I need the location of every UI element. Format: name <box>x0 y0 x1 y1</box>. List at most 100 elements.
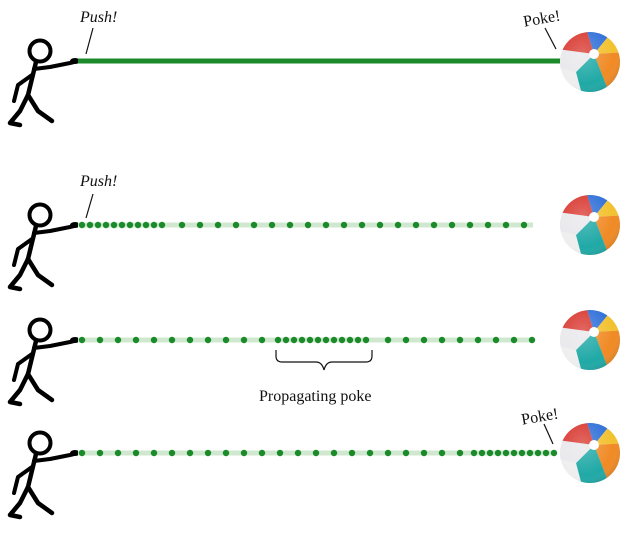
rod-dot <box>240 449 248 457</box>
rod-dot <box>366 449 374 457</box>
rod-dot <box>402 449 410 457</box>
rod-dot <box>286 221 294 229</box>
rod-dot <box>330 449 338 457</box>
rod-dot <box>150 221 158 229</box>
rod-dot <box>528 336 536 344</box>
push-pointer <box>85 27 94 55</box>
rod-dot <box>420 449 428 457</box>
rod-dot <box>204 449 212 457</box>
rod-dot <box>420 336 428 344</box>
rod-dot <box>322 336 330 344</box>
rod-dot <box>384 449 392 457</box>
rod-dot <box>510 336 518 344</box>
rod-dot <box>222 449 230 457</box>
stick-figure-icon <box>10 320 80 405</box>
rod-dot <box>412 221 420 229</box>
rod-dot <box>78 449 86 457</box>
rod-dot <box>132 449 140 457</box>
rod-dot <box>520 221 528 229</box>
push-label: Push! <box>79 173 117 190</box>
rod-dot <box>110 221 118 229</box>
rod-dot <box>298 336 306 344</box>
rod-dot <box>290 336 298 344</box>
rod-dot <box>402 336 410 344</box>
rod-dot <box>118 221 126 229</box>
row-2: Push! <box>10 173 627 289</box>
rod-dot <box>470 449 478 457</box>
push-label: Push! <box>79 9 117 26</box>
rod-dot <box>484 221 492 229</box>
rod-dot <box>354 336 362 344</box>
rod-dot <box>134 221 142 229</box>
rod-dot <box>448 221 456 229</box>
rod-dots <box>78 221 528 229</box>
rod-dot <box>338 336 346 344</box>
rod-dot <box>158 221 166 229</box>
rod-dot <box>486 449 494 457</box>
rod-dot <box>542 449 550 457</box>
rod-dot <box>204 336 212 344</box>
row-4: Poke! <box>10 405 627 517</box>
rod-dot <box>168 336 176 344</box>
rod-dot <box>438 336 446 344</box>
rod-dot <box>550 449 558 457</box>
rod-dot <box>502 449 510 457</box>
rod-dot <box>86 221 94 229</box>
rod-dot <box>258 449 266 457</box>
rod-dot <box>268 221 276 229</box>
beach-ball-icon <box>550 413 627 493</box>
rod-dot <box>142 221 150 229</box>
rod-dot <box>178 221 186 229</box>
rod-dot <box>232 221 240 229</box>
rod-dot <box>240 336 248 344</box>
rod-dot <box>294 449 302 457</box>
rod-dot <box>306 336 314 344</box>
rod-dot <box>312 449 320 457</box>
rod-dot <box>348 449 356 457</box>
stick-figure-icon <box>10 433 80 518</box>
rod-dot <box>510 449 518 457</box>
beach-ball-icon <box>550 185 627 265</box>
rod-dot <box>150 336 158 344</box>
rod-dot <box>330 336 338 344</box>
propagating-label: Propagating poke <box>259 388 371 405</box>
rod-dot <box>376 221 384 229</box>
rod-dot <box>96 449 104 457</box>
rod-dot <box>322 221 330 229</box>
rod-dot <box>214 221 222 229</box>
rod-dot <box>186 336 194 344</box>
rod-dot <box>394 221 402 229</box>
rod-dot <box>94 221 102 229</box>
poke-pointer <box>543 423 554 445</box>
rod-dot <box>518 449 526 457</box>
rod-dots <box>78 449 558 457</box>
rod-dot <box>78 221 86 229</box>
poke-label: Poke! <box>520 405 560 428</box>
rod-dot <box>114 449 122 457</box>
poke-pointer <box>544 27 557 50</box>
rod-dot <box>358 221 366 229</box>
rod-dot <box>430 221 438 229</box>
stick-figure-icon <box>10 205 80 290</box>
rod-dot <box>168 449 176 457</box>
rod-dot <box>304 221 312 229</box>
row-3: Propagating poke <box>10 300 627 405</box>
rod-dot <box>114 336 122 344</box>
rod-dot <box>474 336 482 344</box>
rod-dot <box>526 449 534 457</box>
rod-dot <box>362 336 370 344</box>
push-pointer <box>85 193 94 219</box>
rod-dot <box>438 449 446 457</box>
rod-dots <box>78 336 536 344</box>
rod-dot <box>258 336 266 344</box>
rod-dot <box>314 336 322 344</box>
rod-dot <box>456 449 464 457</box>
rod-dot <box>492 336 500 344</box>
rod-dot <box>274 336 282 344</box>
rod-dot <box>276 449 284 457</box>
rod-dot <box>502 221 510 229</box>
rod-dot <box>150 449 158 457</box>
rod-dot <box>456 336 464 344</box>
stick-figure-icon <box>10 41 80 126</box>
